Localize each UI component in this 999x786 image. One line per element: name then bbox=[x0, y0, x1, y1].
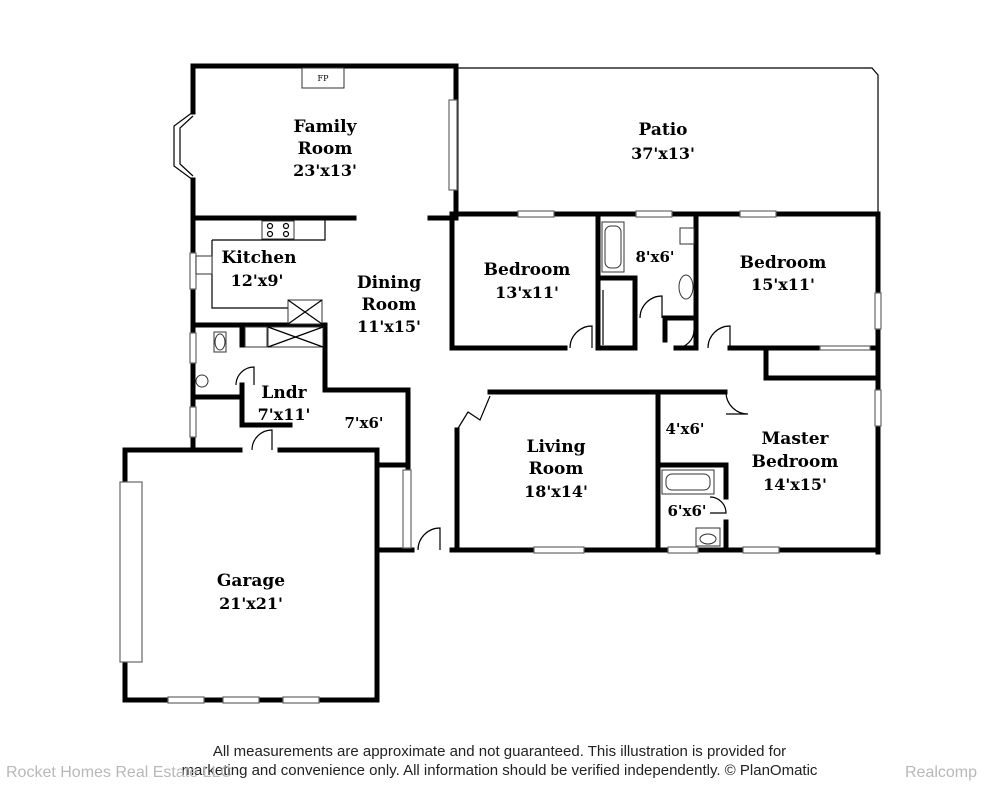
room-bedroom-1: Bedroom 13'x11' bbox=[484, 260, 571, 302]
room-name: Bedroom bbox=[740, 253, 827, 273]
room-dims: 13'x11' bbox=[495, 283, 559, 302]
fireplace bbox=[301, 67, 345, 89]
room-dims: 4'x6' bbox=[665, 420, 704, 438]
door-swings bbox=[235, 290, 749, 551]
room-master-bedroom: Master Bedroom 14'x15' bbox=[752, 429, 839, 494]
room-name: Room bbox=[529, 459, 584, 479]
room-dims: 7'x6' bbox=[344, 414, 383, 432]
windows bbox=[119, 99, 882, 704]
room-closet-4x6: 4'x6' bbox=[665, 420, 704, 438]
room-dims: 37'x13' bbox=[631, 144, 695, 163]
room-dims: 18'x14' bbox=[524, 482, 588, 501]
room-dims: 21'x21' bbox=[219, 594, 283, 613]
room-living: Living Room 18'x14' bbox=[524, 437, 588, 501]
room-dims: 12'x9' bbox=[231, 271, 284, 290]
bay-window bbox=[173, 111, 194, 181]
interior-walls bbox=[190, 211, 881, 553]
room-name: Dining bbox=[357, 273, 421, 293]
bath-fixtures bbox=[195, 221, 721, 547]
room-bedroom-2: Bedroom 15'x11' bbox=[740, 253, 827, 294]
room-garage: Garage 21'x21' bbox=[217, 571, 285, 613]
room-name: Patio bbox=[639, 120, 688, 140]
room-laundry: Lndr 7'x11' bbox=[258, 383, 311, 424]
kitchen-counters bbox=[195, 220, 326, 348]
room-family: Family Room 23'x13' bbox=[293, 117, 358, 180]
watermark-left: Rocket Homes Real Estate LLC bbox=[6, 764, 232, 781]
room-dims: 14'x15' bbox=[763, 475, 827, 494]
room-name: Bedroom bbox=[752, 452, 839, 472]
fireplace-label: FP bbox=[318, 74, 330, 83]
room-dims: 7'x11' bbox=[258, 405, 311, 424]
room-name: Room bbox=[362, 295, 417, 315]
room-dims: 11'x15' bbox=[357, 317, 421, 336]
room-name: Bedroom bbox=[484, 260, 571, 280]
room-bath-1: 8'x6' bbox=[635, 248, 674, 266]
room-dims: 15'x11' bbox=[751, 275, 815, 294]
room-bath-2: 6'x6' bbox=[667, 502, 706, 520]
room-dims: 8'x6' bbox=[635, 248, 674, 266]
room-name: Room bbox=[298, 139, 353, 159]
room-name: Garage bbox=[217, 571, 285, 591]
disclaimer-line-2: marketing and convenience only. All info… bbox=[181, 762, 818, 779]
room-name: Living bbox=[527, 437, 586, 457]
room-closet-7x6: 7'x6' bbox=[344, 414, 383, 432]
disclaimer-line-1: All measurements are approximate and not… bbox=[212, 743, 787, 760]
watermark-right: Realcomp bbox=[905, 764, 978, 781]
room-dims: 6'x6' bbox=[667, 502, 706, 520]
room-dining: Dining Room 11'x15' bbox=[357, 273, 421, 336]
room-name: Master bbox=[761, 429, 829, 449]
room-dims: 23'x13' bbox=[293, 161, 357, 180]
room-patio: Patio 37'x13' bbox=[631, 120, 695, 163]
room-name: Kitchen bbox=[222, 248, 297, 268]
room-kitchen: Kitchen 12'x9' bbox=[222, 248, 297, 290]
room-name: Lndr bbox=[261, 383, 307, 403]
room-name: Family bbox=[294, 117, 358, 137]
patio-outline bbox=[456, 67, 879, 214]
